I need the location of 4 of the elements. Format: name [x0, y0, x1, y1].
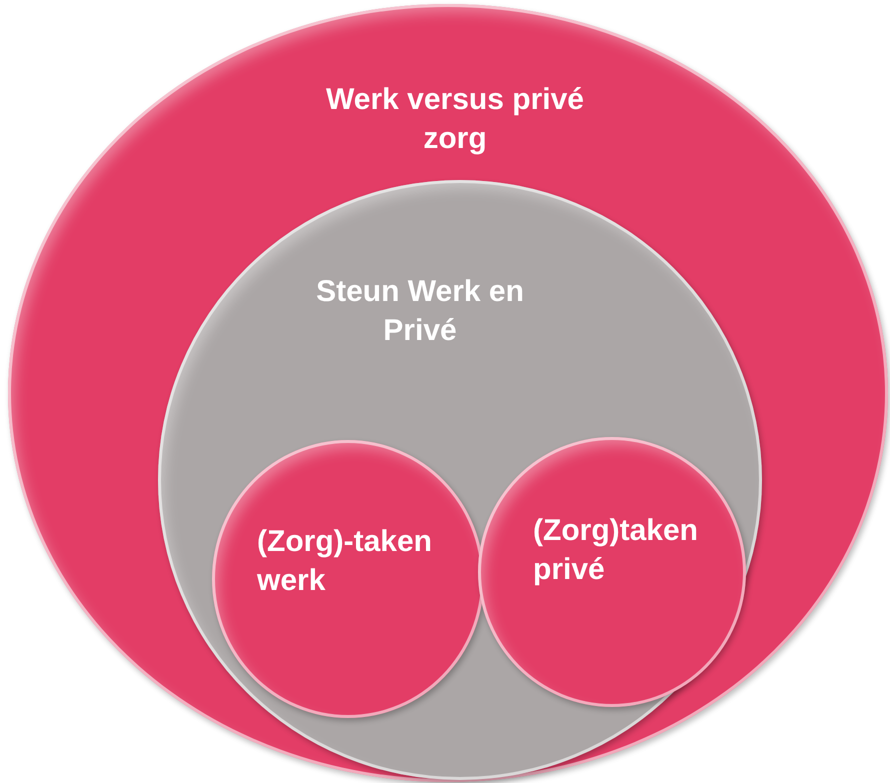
circle-label: (Zorg)taken privé	[533, 513, 699, 588]
circle-label: Steun Werk en Privé	[315, 274, 525, 349]
circle-label: (Zorg)-taken werk	[257, 524, 433, 599]
circle-label: Werk versus privé zorg	[325, 82, 585, 157]
